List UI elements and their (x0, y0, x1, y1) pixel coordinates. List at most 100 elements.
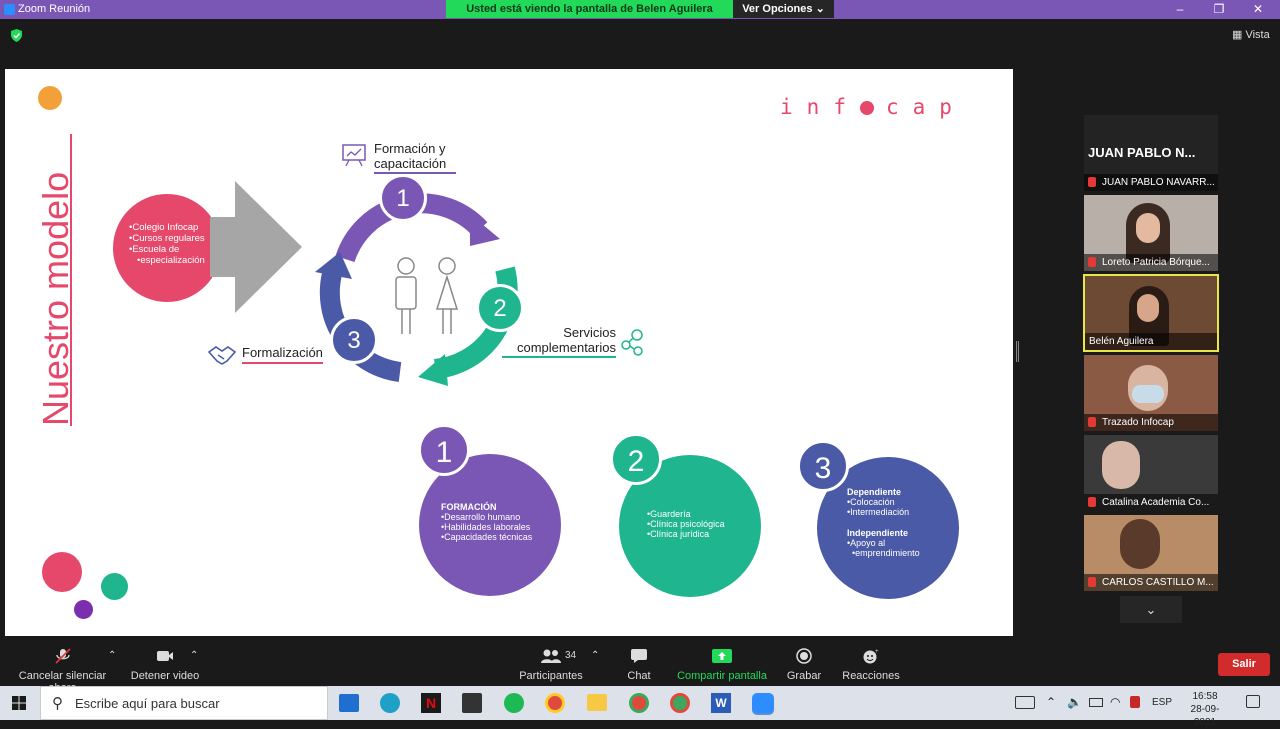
video-options-chevron-icon[interactable]: ⌃ (190, 650, 199, 661)
clock[interactable]: 16:58 28-09-2021 (1180, 690, 1230, 729)
file-explorer-icon[interactable] (587, 694, 607, 711)
participant-tile[interactable]: JUAN PABLO N... JUAN PABLO NAVARR... (1084, 115, 1218, 191)
title-bar: Zoom Reunión Usted está viendo la pantal… (0, 0, 1280, 33)
video-button[interactable]: Detener video (130, 636, 200, 686)
list-item: Colocación (847, 497, 959, 507)
participant-name: CARLOS CASTILLO M... (1102, 577, 1214, 588)
mute-options-chevron-icon[interactable]: ⌃ (108, 650, 117, 661)
orange-dot (38, 86, 62, 110)
reactions-label: Reacciones (842, 670, 900, 682)
view-options-button[interactable]: Ver Opciones ⌄ (733, 0, 834, 18)
spotify-icon[interactable] (504, 693, 524, 713)
participants-button[interactable]: Participantes (518, 636, 584, 686)
keyboard-icon[interactable] (1015, 696, 1035, 709)
muted-mic-icon (1088, 257, 1096, 268)
minimize-icon[interactable]: – (1176, 2, 1184, 16)
muted-mic-icon (1088, 417, 1096, 428)
battery-icon[interactable] (1089, 698, 1103, 707)
purple-dot (74, 600, 93, 619)
detail-circle-1: FORMACIÓN Desarrollo humano Habilidades … (419, 454, 561, 596)
zoom-app-icon (4, 4, 15, 15)
detail-number-2: 2 (610, 433, 662, 485)
word-icon[interactable]: W (711, 693, 731, 713)
network-icon[interactable] (1130, 696, 1140, 708)
participant-tile[interactable]: Loreto Patricia Bórque... (1084, 195, 1218, 271)
chevron-up-icon[interactable]: ⌃ (1046, 695, 1057, 709)
leave-button[interactable]: Salir (1218, 653, 1270, 676)
chat-label: Chat (627, 670, 651, 682)
gray-arrow-icon (210, 181, 302, 313)
windows-taskbar: ⚲ Escribe aquí para buscar N W ⌃ 🔈 ◠ ESP… (0, 686, 1280, 728)
cycle-step-3: 3 (330, 316, 378, 364)
participant-name: Loreto Patricia Bórque... (1102, 257, 1210, 268)
list-item: Apoyo al (847, 538, 959, 548)
wifi-icon[interactable]: ◠ (1110, 695, 1121, 709)
participants-icon (541, 649, 561, 663)
close-icon[interactable]: ✕ (1252, 2, 1264, 16)
volume-icon[interactable]: 🔈 (1067, 695, 1082, 709)
cycle-step-2: 2 (476, 284, 524, 332)
video-face (1120, 519, 1160, 569)
restore-icon[interactable]: ❐ (1213, 2, 1225, 16)
view-button[interactable]: ▦ Vista (1232, 28, 1270, 41)
chat-button[interactable]: Chat (620, 636, 658, 686)
language-indicator[interactable]: ESP (1152, 697, 1173, 708)
zoom-icon[interactable] (752, 693, 774, 713)
notification-icon[interactable] (1246, 695, 1260, 708)
gallery-scroll-down-button[interactable]: ⌄ (1120, 596, 1182, 623)
circle3-heading: Dependiente (847, 487, 902, 497)
share-screen-button[interactable]: Compartir pantalla (676, 636, 768, 686)
title-rule (70, 134, 72, 426)
taskbar-search-input[interactable]: ⚲ Escribe aquí para buscar (40, 686, 328, 720)
windows-start-icon[interactable] (12, 696, 26, 710)
participant-tile[interactable]: Trazado Infocap (1084, 355, 1218, 431)
record-label: Grabar (786, 670, 822, 682)
netflix-icon[interactable]: N (421, 693, 441, 713)
window-title: Zoom Reunión (18, 3, 91, 15)
detail-number-3: 3 (797, 440, 849, 492)
video-mask (1132, 385, 1164, 403)
time: 16:58 (1192, 691, 1218, 702)
step2-label: Servicios complementarios (502, 325, 616, 358)
participant-header-name: JUAN PABLO N... (1088, 145, 1196, 160)
participant-tile[interactable]: Catalina Academia Co... (1084, 435, 1218, 511)
participants-options-chevron-icon[interactable]: ⌃ (591, 650, 600, 661)
muted-mic-icon (1088, 497, 1096, 508)
muted-mic-icon (1088, 177, 1096, 188)
detail-number-1: 1 (418, 424, 470, 476)
edge-icon[interactable] (380, 693, 400, 713)
splitter-handle[interactable] (1016, 341, 1019, 362)
chrome-icon[interactable] (545, 693, 565, 713)
list-item: Cursos regulares (129, 233, 221, 244)
list-item: Escuela de (129, 244, 221, 255)
list-item: Colegio Infocap (129, 222, 221, 233)
chrome-icon[interactable] (629, 693, 649, 713)
video-camera-icon (157, 651, 173, 661)
participant-name: JUAN PABLO NAVARR... (1102, 177, 1215, 188)
participant-tile-active[interactable]: Belén Aguilera (1083, 274, 1219, 352)
reactions-button[interactable]: + Reacciones (842, 636, 900, 686)
reactions-icon: + (863, 649, 879, 664)
share-label: Compartir pantalla (677, 670, 767, 682)
circle1-heading: FORMACIÓN (441, 502, 497, 512)
shield-icon[interactable] (10, 29, 23, 42)
search-placeholder: Escribe aquí para buscar (75, 696, 220, 711)
green-dot (101, 573, 128, 600)
date: 28-09-2021 (1190, 704, 1220, 728)
mute-button[interactable]: Cancelar silenciar ahora (5, 636, 120, 694)
video-label: Detener video (130, 670, 200, 682)
participants-label: Participantes (519, 670, 583, 682)
participant-name: Belén Aguilera (1085, 333, 1217, 350)
chrome-icon[interactable] (670, 693, 690, 713)
detail-circle-3: Dependiente Colocación Intermediación In… (817, 457, 959, 599)
record-button[interactable]: Grabar (784, 636, 824, 686)
store-icon[interactable] (462, 693, 482, 713)
step3-label: Formalización (242, 345, 323, 364)
mail-icon[interactable] (339, 694, 359, 712)
chat-icon (631, 649, 647, 663)
view-label: Vista (1245, 29, 1270, 41)
search-icon: ⚲ (52, 695, 63, 712)
participant-tile[interactable]: CARLOS CASTILLO M... (1084, 515, 1218, 591)
